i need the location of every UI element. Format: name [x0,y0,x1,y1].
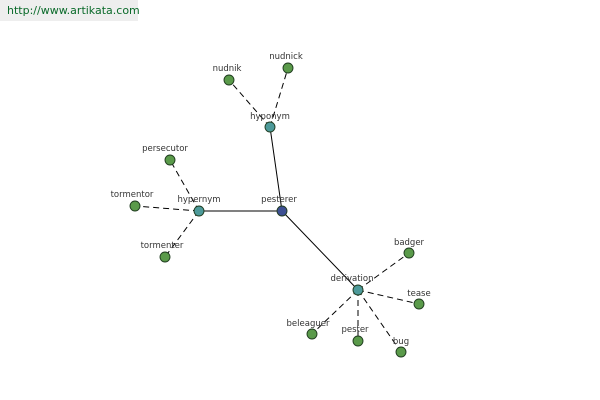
edge-pesterer-derivation [281,210,359,291]
node-badger[interactable] [403,247,415,259]
label-tease: tease [407,289,430,299]
node-hypernym[interactable] [193,205,205,217]
label-tormentor: tormentor [111,190,154,200]
graph-nodes [129,62,425,358]
graph-labels: pesterer nudnik nudnick hyponym persecutor to… [111,52,431,347]
label-nudnick: nudnick [269,52,303,62]
node-derivation[interactable] [352,284,364,296]
graph-edges [134,67,420,353]
label-tormenter: tormenter [141,241,184,251]
edge-derivation-badger [357,252,410,291]
node-tormenter[interactable] [159,251,171,263]
node-tormentor[interactable] [129,200,141,212]
label-hypernym: hypernym [177,195,220,205]
edge-derivation-bug [357,289,402,353]
node-pester[interactable] [352,335,364,347]
edge-derivation-tease [357,289,420,305]
source-link[interactable]: http://www.artikata.com [7,4,140,17]
label-beleaguer: beleaguer [287,319,330,329]
label-bug: bug [393,337,409,347]
source-banner: http://www.artikata.com [0,0,140,21]
label-pesterer: pesterer [261,195,297,205]
label-pester: pester [341,325,369,335]
edge-hyponym-nudnick [269,67,289,128]
node-persecutor[interactable] [164,154,176,166]
node-bug[interactable] [395,346,407,358]
node-nudnik[interactable] [223,74,235,86]
label-persecutor: persecutor [142,144,188,154]
edge-hyponym-nudnik [228,79,271,128]
label-hyponym: hyponym [250,112,290,122]
edge-pesterer-hyponym [269,126,283,212]
node-pesterer[interactable] [276,205,288,217]
label-derivation: derivation [330,274,373,284]
label-nudnik: nudnik [213,64,242,74]
edge-derivation-beleaguer [311,289,359,335]
label-badger: badger [394,238,425,248]
node-nudnick[interactable] [282,62,294,74]
edge-hypernym-tormentor [134,205,200,212]
node-beleaguer[interactable] [306,328,318,340]
node-tease[interactable] [413,298,425,310]
node-hyponym[interactable] [264,121,276,133]
